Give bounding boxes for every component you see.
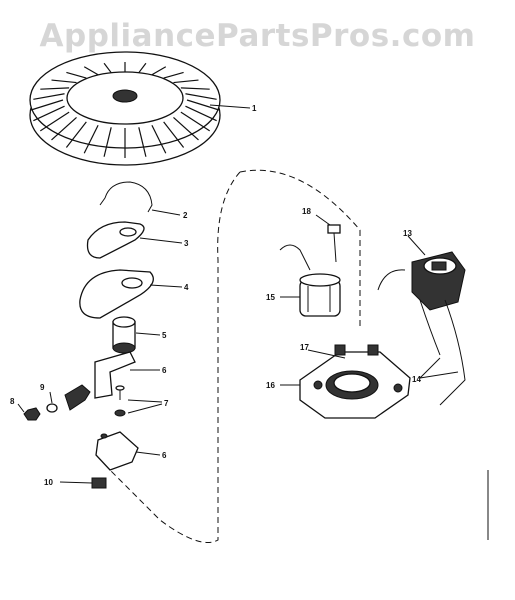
bushing-part (112, 316, 136, 354)
flywheel-fin (83, 124, 99, 154)
callout-label: 7 (164, 399, 169, 408)
flywheel-fin (40, 87, 70, 90)
flywheel-fin (138, 127, 147, 157)
callout-label: 16 (266, 381, 275, 390)
leader-line (135, 451, 161, 456)
flywheel-fin (180, 111, 211, 132)
felt-part (91, 477, 107, 489)
flywheel-part (29, 51, 221, 166)
leader-line (139, 237, 183, 244)
cover-plate-part (86, 221, 145, 259)
contact-arm-part (94, 351, 136, 399)
spring-clip-part (99, 181, 153, 213)
callout-label: 3 (184, 239, 189, 248)
leader-line (419, 371, 459, 379)
flywheel-fin (30, 99, 64, 111)
callout-label: 17 (300, 343, 309, 352)
flywheel-fin (151, 124, 167, 154)
leader-line (149, 284, 183, 288)
screws-part (114, 385, 126, 417)
flywheel-fin (185, 105, 217, 122)
flywheel-fin (103, 62, 112, 74)
flywheel-fin (163, 71, 184, 79)
nut-part (23, 407, 41, 421)
contact-point-part (64, 384, 91, 411)
flywheel-fin (103, 127, 112, 157)
flywheel-fin (185, 93, 217, 100)
callout-label: 10 (44, 478, 53, 487)
flywheel-fin (83, 66, 99, 76)
ignition-coil-part (411, 251, 466, 311)
flywheel-fin (51, 79, 77, 84)
flywheel-fin (173, 117, 199, 141)
callout-label: 2 (183, 211, 188, 220)
callout-label: 6 (162, 366, 167, 375)
assembly-dashed-line (109, 171, 241, 543)
callout-label: 8 (10, 397, 15, 406)
callout-label: 4 (184, 283, 189, 292)
leader-line (17, 403, 25, 413)
coil-wires-part (419, 299, 466, 406)
leader-line (315, 214, 331, 226)
flywheel-fin (39, 111, 70, 132)
callout-label: 14 (412, 375, 421, 384)
flywheel-fin (173, 79, 199, 84)
callout-label: 6 (162, 451, 167, 460)
gasket-part (79, 269, 154, 319)
flywheel-fin (51, 117, 77, 141)
leader-line (135, 332, 161, 336)
washer-part (46, 403, 58, 413)
flywheel-fin (180, 87, 210, 90)
stator-mount-part (299, 344, 411, 419)
condenser-part (279, 244, 341, 317)
leader-line (59, 481, 93, 484)
leader-line (419, 357, 441, 379)
callout-label: 13 (403, 229, 412, 238)
flywheel-fin (151, 66, 167, 76)
leader-line (307, 349, 346, 359)
leader-line (151, 209, 181, 216)
assembly-dashed-line-2 (239, 169, 361, 330)
callout-labels: 1 2 3 4 5 6 9 7 8 6 10 18 15 13 17 16 14 (10, 104, 421, 487)
watermark: AppliancePartsPros.com (39, 18, 476, 54)
flywheel-fin (33, 105, 65, 122)
leader-line (49, 391, 53, 404)
flywheel-fin (33, 93, 65, 100)
callout-label: 18 (302, 207, 311, 216)
callout-label: 9 (40, 383, 45, 392)
callout-label: 15 (266, 293, 275, 302)
breaker-plate-part (95, 431, 139, 471)
flywheel-fin (65, 121, 87, 148)
flywheel-fin (66, 71, 87, 79)
leader-line (127, 403, 163, 414)
flywheel-fin (138, 62, 147, 74)
leader-line (127, 399, 163, 403)
condenser-screw-part (327, 224, 341, 263)
flywheel-fin (186, 99, 220, 111)
callout-label: 5 (162, 331, 167, 340)
leader-line (209, 104, 251, 109)
leader-line (407, 235, 426, 256)
callout-label: 1 (252, 104, 257, 113)
flywheel-fin (163, 121, 185, 148)
